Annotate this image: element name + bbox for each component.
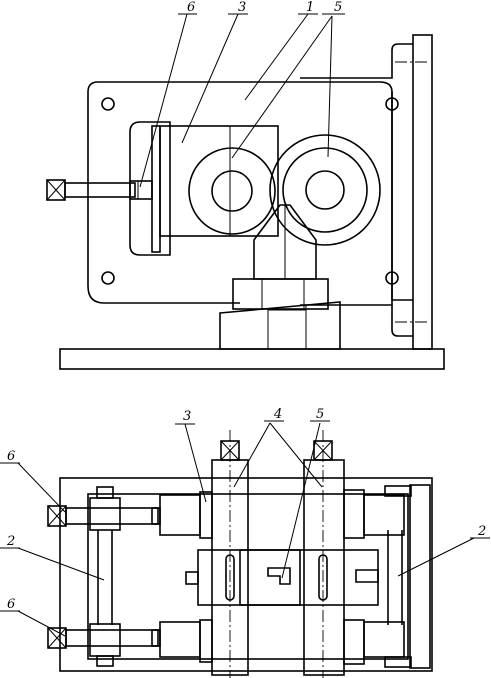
base-plate: [59, 348, 445, 370]
bolt-hole: [101, 271, 115, 285]
right-roller: [269, 134, 381, 246]
end-plate: [409, 484, 431, 669]
label-5-bottom: 5: [316, 407, 324, 422]
screw-shaft: [64, 182, 136, 198]
lower-wedge: [219, 301, 341, 350]
frame-outer: [59, 477, 433, 672]
label-5-top: 5: [334, 0, 342, 15]
bolt-hole: [101, 97, 115, 111]
label-6-bottom-b: 6: [7, 597, 15, 612]
label-2-bottom-a: 2: [6, 534, 15, 549]
label-3-bottom: 3: [183, 409, 191, 424]
label-4-bottom: 4: [273, 407, 282, 422]
bolt-hole: [385, 271, 399, 285]
right-wall: [412, 34, 433, 350]
label-2-bottom-b: 2: [477, 524, 486, 539]
shaft-left: [211, 430, 249, 678]
shaft-right: [303, 430, 345, 678]
wall-bracket-top: [300, 43, 413, 79]
central-body: [197, 549, 379, 606]
label-3-top: 3: [238, 0, 246, 15]
label-6-bottom-a: 6: [7, 449, 15, 464]
label-1-top: 1: [306, 0, 314, 15]
bolt-hole: [385, 97, 399, 111]
wall-bracket-bottom: [391, 305, 413, 337]
top-view: 6 3 1 5: [46, 0, 445, 370]
bottom-view: 3 4 5 6 2 6 2: [0, 407, 490, 678]
label-6-top: 6: [187, 0, 195, 15]
slider-block: [159, 125, 279, 237]
housing-body: [87, 81, 413, 306]
inner-window: [129, 121, 171, 256]
support-block: [232, 278, 329, 310]
left-roller: [188, 147, 276, 235]
